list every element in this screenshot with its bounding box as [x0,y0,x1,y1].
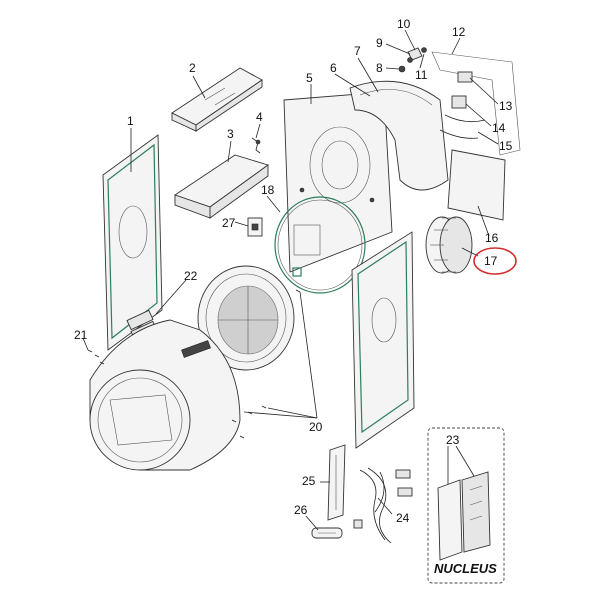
part-9-10-11-sensors [407,47,427,63]
part-13-14-15-heater-parts [439,71,486,139]
nucleus-label: NUCLEUS [434,561,497,576]
part-16-rear-plate [447,149,506,221]
callout-9: 9 [376,36,383,50]
callout-4: 4 [256,110,263,124]
side-panel [351,231,415,449]
callout-25: 25 [302,474,316,488]
callout-13: 13 [499,99,513,113]
callout-1: 1 [127,114,134,128]
part-3-dispenser-drawer [173,154,269,219]
callout-6: 6 [330,61,337,75]
callout-22: 22 [184,269,198,283]
callout-15: 15 [499,139,513,153]
callout-16: 16 [485,231,499,245]
part-4-clip [251,137,261,154]
callout-17: 17 [484,254,498,268]
part-8-thermostat [398,65,406,73]
callout-5: 5 [306,71,313,85]
callout-24: 24 [396,511,410,525]
callout-labels: 1 2 3 4 5 6 7 8 9 10 11 12 13 14 15 16 1… [74,17,513,576]
callout-7: 7 [354,44,361,58]
callout-27: 27 [222,216,236,230]
callout-14: 14 [492,121,506,135]
part-26-fuse [311,527,343,539]
callout-10: 10 [397,17,411,31]
part-2-top-console [171,67,263,132]
callout-3: 3 [227,127,234,141]
callout-18: 18 [261,183,275,197]
fitting-connector [292,267,302,277]
callout-12: 12 [452,25,466,39]
callout-2: 2 [189,61,196,75]
part-27-switch [247,217,263,237]
main-drum [89,319,241,471]
callout-20: 20 [309,420,323,434]
callout-21: 21 [74,328,88,342]
callout-8: 8 [376,61,383,75]
leader-lines [82,29,499,531]
callout-26: 26 [294,503,308,517]
nucleus-box [427,427,505,584]
part-18-belt-ring [274,196,366,294]
part-5-rear-bulkhead [283,91,393,273]
drum-rear-disc [197,265,295,371]
part-25-control-board [327,444,346,521]
part-6-duct-cover [349,80,449,191]
part-24-wire-harness [353,467,413,544]
part-17-blower-wheel [425,216,473,274]
callout-23: 23 [446,433,460,447]
highlight-circle [473,247,517,275]
part-21-screws [87,349,105,365]
part-1-front-panel [102,134,163,351]
callout-11: 11 [415,68,428,82]
part-12-rear-bracket [431,51,521,156]
